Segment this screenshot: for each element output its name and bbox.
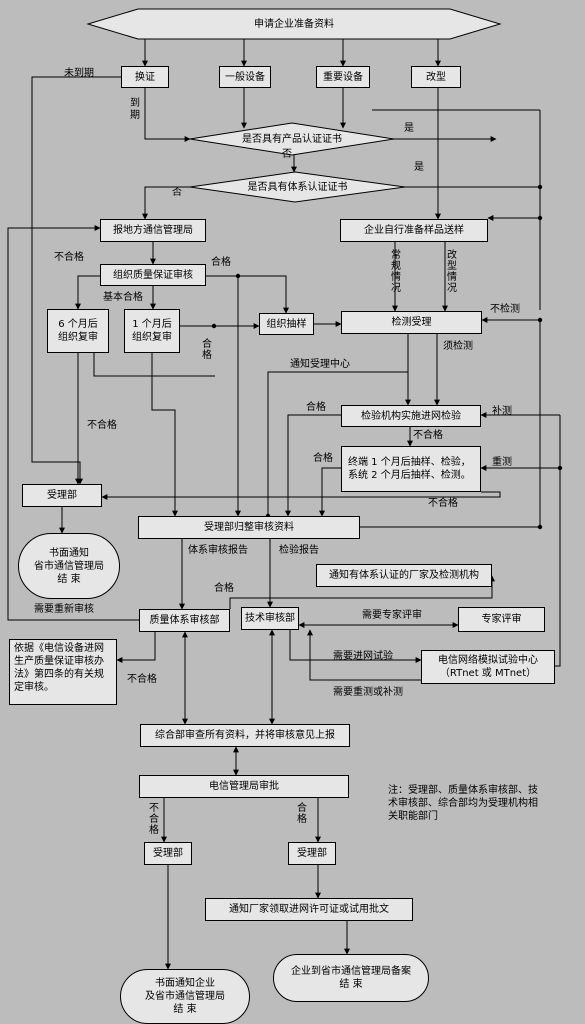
connector: [229, 575, 495, 609]
junction-dot: [537, 317, 543, 323]
label-unqualified-1: 不合格: [54, 252, 84, 263]
accept-dept-box-1: 受理部: [22, 484, 102, 507]
label-supplement-test: 补测: [492, 406, 512, 417]
label-inspection-report: 检验报告: [279, 545, 319, 556]
general-dept-box: 综合部审查所有资料，并将审核意见上报: [140, 724, 350, 747]
start-node: 申请企业准备资料: [254, 18, 334, 30]
connector: [116, 632, 156, 663]
label-unqualified-5: 不合格: [127, 674, 157, 685]
label-qualified-2: 合格: [202, 339, 212, 361]
label-system-report: 体系审核报告: [188, 545, 248, 556]
label-retest: 重测: [492, 457, 512, 468]
quality-dept-box: 质量体系审核部: [139, 609, 230, 632]
label-expired: 到 期: [130, 98, 140, 121]
org-sampling-box: 组织抽样: [259, 313, 314, 335]
junction-dot: [211, 323, 217, 329]
test-accept-box: 检测受理: [341, 311, 482, 334]
self-prepare-sample-box: 企业自行准备样品送样: [340, 219, 488, 242]
review-6-month-box: 6 个月后 组织复审: [47, 309, 109, 353]
general-equipment-box: 一般设备: [219, 66, 271, 88]
footnote-text: 注：受理部、质量体系审核部、技术审核部、综合部均为受理机构相关职能部门: [388, 785, 538, 822]
end-notice-box-1: 书面通知 省市通信管理局 结 束: [18, 533, 120, 599]
connector: [144, 88, 191, 142]
junction-dot: [537, 215, 543, 221]
label-need-test: 须检测: [443, 341, 473, 352]
label-unqualified-4: 不合格: [428, 498, 458, 509]
connector: [75, 275, 100, 310]
junction-dot: [235, 273, 241, 279]
label-need-expert: 需要专家评审: [362, 610, 422, 621]
accept-archive-box: 受理部归整审核资料: [138, 516, 360, 539]
notify-license-box: 通知厂家领取进网许可证或试用批文: [205, 898, 413, 921]
label-modified: 改型情况: [447, 250, 457, 294]
telecom-bureau-box: 电信管理局审批: [139, 775, 349, 798]
connector: [7, 225, 139, 621]
connector: [31, 76, 121, 485]
connector: [93, 353, 215, 377]
notify-manufacturer-box: 通知有体系认证的厂家及检测机构: [316, 564, 492, 587]
basis-note-box: 依据《电信设备进网生产质量保证审核办法》第四条的有关规定审核。: [9, 639, 117, 705]
label-qualified-5: 合格: [214, 583, 234, 594]
connector: [307, 629, 421, 681]
review-1-month-box: 1 个月后 组织复审: [124, 309, 180, 353]
org-quality-review-box: 组织质量保证审核: [100, 264, 206, 286]
label-no-test: 不检测: [490, 304, 520, 315]
renew-box: 换证: [121, 66, 169, 88]
connector: [206, 275, 289, 314]
junction-dot: [557, 465, 563, 471]
accept-dept-box-3: 受理部: [288, 842, 336, 865]
label-basic-qualified: 基本合格: [103, 292, 143, 303]
label-qualified-1: 合格: [211, 257, 231, 268]
label-regular: 常规情况: [391, 250, 401, 294]
expert-review-box: 专家评审: [458, 607, 545, 632]
label-notify-accept-center: 通知受理中心: [290, 359, 350, 370]
connector: [555, 415, 561, 667]
end-filing-box: 企业到省市通信管理局备案 结 束: [273, 954, 429, 1002]
label-need-retest: 需要重测或补测: [333, 687, 403, 698]
label-no-2: 否: [172, 187, 182, 198]
tech-dept-box: 技术审核部: [241, 607, 299, 630]
junction-dot: [537, 524, 543, 530]
report-local-bureau-box: 报地方通信管理局: [100, 219, 206, 242]
label-qualified-6: 合格: [297, 803, 307, 825]
label-need-re-review: 需要重新审核: [34, 604, 94, 615]
accept-dept-box-2: 受理部: [144, 842, 192, 865]
connector: [289, 630, 422, 663]
decision-product-cert-label: 是否具有产品认证证书: [242, 133, 342, 145]
inspection-org-box: 检验机构实施进网检验: [341, 405, 481, 427]
label-unqualified-6: 不合格: [149, 803, 159, 836]
label-qualified-3: 合格: [306, 402, 326, 413]
label-unqualified-2: 不合格: [87, 420, 117, 431]
label-yes-2: 是: [414, 162, 424, 173]
label-not-expired: 未到期: [64, 68, 94, 79]
terminal-sampling-box: 终端 1 个月后抽样、检验， 系统 2 个月后抽样、检测。: [341, 446, 481, 492]
connector: [151, 353, 178, 517]
connector: [142, 186, 190, 220]
decision-system-cert-label: 是否具有体系认证证书: [247, 181, 348, 193]
telecom-lab-box: 电信网络模拟试验中心 （RTnet 或 MTnet）: [421, 650, 555, 684]
label-no-1: 否: [282, 149, 292, 160]
label-qualified-4: 合格: [313, 453, 333, 464]
junction-dot: [537, 184, 543, 190]
start-hexagon: [86, 8, 502, 40]
connector: [267, 371, 408, 516]
label-need-network-test: 需要进网试验: [333, 651, 393, 662]
end-notice-box-2: 书面通知企业 及省市通信管理局 结 束: [120, 969, 250, 1024]
connector: [101, 491, 501, 500]
connector: [285, 414, 341, 517]
key-equipment-box: 重要设备: [316, 66, 370, 88]
label-yes-1: 是: [404, 123, 414, 134]
label-unqualified-3: 不合格: [413, 430, 443, 441]
connector: [319, 467, 341, 517]
modify-box: 改型: [411, 66, 461, 88]
